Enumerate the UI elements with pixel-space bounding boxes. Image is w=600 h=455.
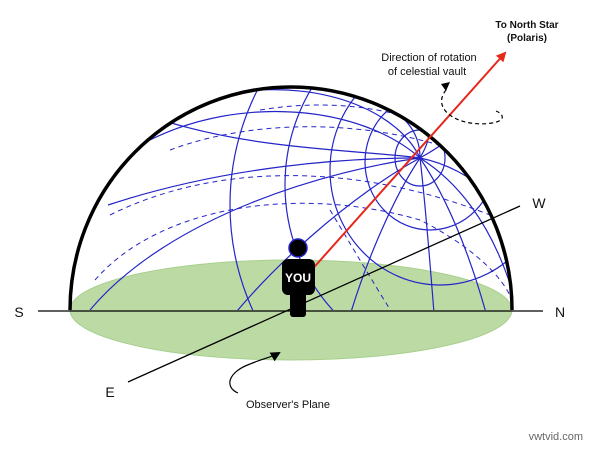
east-west-line	[127, 205, 521, 383]
celestial-grid	[89, 87, 512, 310]
declination-circle-2	[364, 93, 496, 231]
declination-circle-4	[284, 87, 512, 310]
declination-circle-5	[229, 87, 512, 310]
north-label: N	[555, 304, 565, 320]
east-label: E	[105, 384, 114, 400]
hour-circle-4	[89, 157, 421, 310]
west-label: W	[532, 195, 546, 211]
far-parallel-2	[109, 175, 491, 216]
south-label: S	[14, 304, 23, 320]
rotation-arrow-head	[441, 82, 450, 91]
hour-circle-3	[107, 157, 421, 206]
observer-figure	[282, 238, 315, 317]
north-star-axis-arrow	[299, 51, 507, 284]
rotation-direction-arrow	[440, 89, 503, 125]
hour-circle-6	[339, 157, 421, 310]
celestial-dome-outline	[68, 85, 514, 311]
far-parallel-3	[94, 202, 512, 301]
rotation-label-line2: of celestial vault	[388, 66, 466, 78]
you-label: YOU	[285, 271, 311, 285]
observer-plane-pointer	[229, 352, 281, 394]
watermark: vwtvid.com	[529, 431, 583, 443]
rotation-label-line1: Direction of rotation	[381, 52, 476, 64]
polaris-label: (Polaris)	[507, 33, 547, 44]
hour-circle-8	[419, 157, 493, 310]
observer-legs	[290, 292, 306, 317]
hour-circle-5	[199, 157, 421, 310]
north-star-label: To North Star	[495, 20, 558, 31]
far-parallel-1	[169, 126, 456, 151]
hour-circle-10	[235, 89, 421, 159]
observer-body	[282, 259, 315, 295]
hour-circle-7	[419, 157, 438, 310]
far-parallel-4	[259, 104, 431, 126]
declination-circle-3	[329, 87, 512, 286]
hour-circle-1	[149, 110, 421, 159]
hour-circle-9	[419, 157, 512, 291]
far-parallel-5	[329, 209, 421, 310]
observer-plane-label: Observer's Plane	[246, 399, 330, 411]
observer-head	[288, 238, 308, 258]
